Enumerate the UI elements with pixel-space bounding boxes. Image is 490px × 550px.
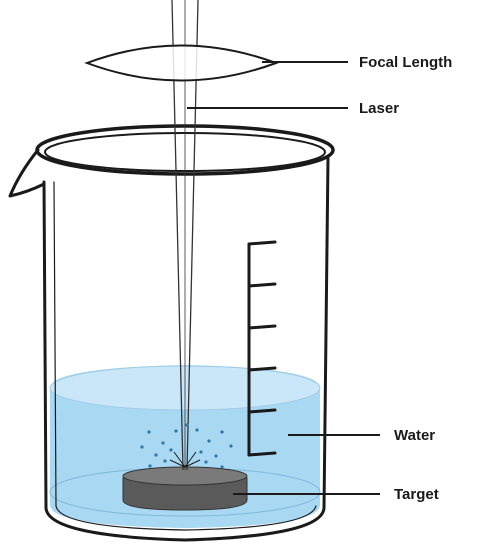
graduation-marks: [247, 240, 277, 457]
laser-label: Laser: [359, 100, 399, 117]
target-label: Target: [394, 486, 439, 503]
beaker-left-inner: [53, 181, 57, 507]
water-label: Water: [394, 427, 435, 444]
beaker-left-wall: [42, 156, 330, 542]
beaker-bottom-inner: [55, 505, 317, 531]
graduation-tick: [247, 366, 277, 372]
leader-lines: [187, 61, 380, 495]
splash-streaks: [169, 451, 201, 468]
graduation-tick: [247, 324, 277, 330]
graduation-tick: [247, 282, 277, 288]
focal-length-label: Focal Length: [359, 54, 452, 71]
graduation-tick: [247, 408, 277, 414]
target-disc-icon: [122, 466, 248, 511]
biconvex-lens-icon: [84, 44, 279, 82]
beaker-spout: [8, 148, 46, 198]
splash-particles: [140, 423, 233, 469]
graduation-tick: [247, 240, 277, 246]
target-side: [122, 477, 248, 511]
graduation-tick: [247, 451, 277, 457]
